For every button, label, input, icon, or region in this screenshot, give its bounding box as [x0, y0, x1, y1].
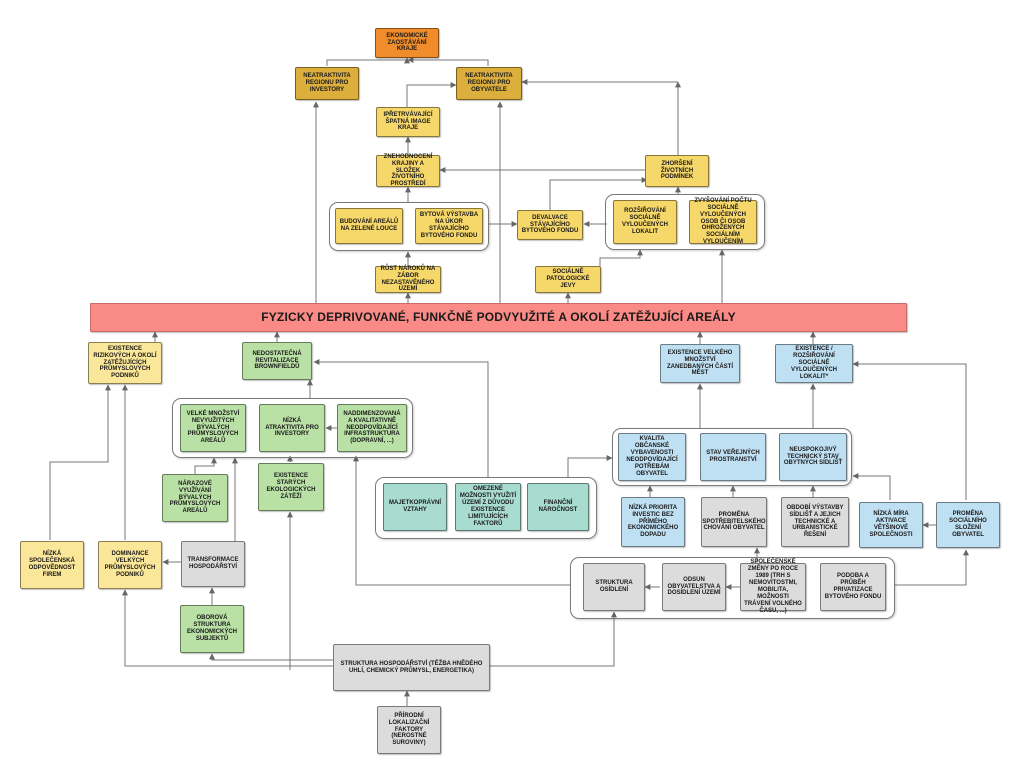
arrow-image-obyvatele — [406, 82, 457, 107]
node-neuspokojivy: NEUSPOKOJIVÝ TECHNICKÝ STAV OBYTNÝCH SÍD… — [779, 433, 847, 481]
arrow-promena-slozeni-vyloucenych — [852, 361, 967, 500]
node-devalvace: DEVALVACE STÁVAJÍCÍHO BYTOVÉHO FONDU — [517, 210, 583, 240]
node-neatr-obyvatele: NEATRAKTIVITA REGIONU PRO OBYVATELE — [456, 67, 522, 100]
node-majetkopravni: MAJETKOPRÁVNÍ VZTAHY — [383, 483, 447, 531]
node-rozsirovani-lokalit: ROZŠIŘOVÁNÍ SOCIÁLNĚ VYLOUČENÝCH LOKALIT — [613, 200, 677, 244]
node-existence-starych: EXISTENCE STARÝCH EKOLOGICKÝCH ZÁTĚŽÍ — [258, 463, 324, 511]
arrow-narazove-velke — [194, 457, 217, 474]
arrow-omezene-nedostatecna — [313, 359, 489, 478]
node-struktura-hosp: STRUKTURA HOSPODÁŘSTVÍ (TĚŽBA HNĚDÉHO UH… — [333, 644, 490, 691]
arrow-obyvatele-ekonomicke — [407, 57, 489, 66]
node-spolecenske: SPOLEČENSKÉ ZMĚNY PO ROCE 1989 (TRH S NE… — [740, 559, 806, 614]
node-promena-spotreb: PROMĚNA SPOTŘEBITELSKÉHO CHOVÁNÍ OBYVATE… — [701, 497, 767, 547]
node-prirodni: PŘÍRODNÍ LOKALIZAČNÍ FAKTORY (NEROSTNÉ S… — [377, 706, 441, 754]
group-brownfield-causes — [172, 398, 413, 458]
arrow-patologicke-group2 — [599, 249, 643, 266]
arrow-nizka-spol-rizikovych — [49, 384, 111, 540]
node-rust: RŮST NÁROKŮ NA ZÁBOR NEZASTAVĚNÉHO ÚZEMÍ — [375, 266, 441, 293]
node-patologicke: SOCIÁLNĚ PATOLOGICKÉ JEVY — [535, 266, 601, 293]
node-transformace: TRANSFORMACE HOSPODÁŘSTVÍ — [181, 541, 245, 587]
node-financni: FINANČNÍ NÁROČNOST — [527, 483, 589, 531]
arrow-struktura-dominance — [122, 589, 333, 667]
node-narazove: NÁRAZOVÉ VYUŽÍVÁNÍ BÝVALÝCH PRŮMYSLOVÝCH… — [162, 474, 228, 522]
arrow-devalvace-zhorseni — [549, 177, 648, 210]
arrow-investory-ekonomicke — [326, 57, 410, 66]
arrow-group6-group3 — [353, 455, 570, 586]
node-nedostatecna: NEDOSTATEČNÁ REVITALIZACE BROWNFIELDŮ — [242, 342, 312, 380]
node-znehodnoceni: ZNEHODNOCENÍ KRAJINY A SLOŽEK ŽIVOTNÍHO … — [376, 154, 440, 187]
node-nizka-atraktivita: NÍZKÁ ATRAKTIVITA PRO INVESTORY — [259, 404, 325, 452]
node-struktura-osidleni: STRUKTURA OSÍDLENÍ — [583, 563, 645, 611]
node-spatna-image: IPŘETRVÁVAJÍCÍ ŠPATNÁ IMAGE KRAJE — [376, 107, 440, 137]
node-zhorseni: ZHORŠENÍ ŽIVOTNÍCH PODMÍNEK — [645, 155, 709, 187]
node-nizka-mira: NÍZKÁ MÍRA AKTIVACE VĚTŠINOVÉ SPOLEČNOST… — [859, 502, 923, 548]
group-barriers — [375, 477, 597, 539]
group-settlement — [570, 557, 895, 619]
group-land-use — [329, 202, 489, 251]
node-odsun: ODSUN OBYVATELSTVA A DOSÍDLENÍ ÚZEMÍ — [662, 563, 726, 611]
node-zvysovani: ZVYŠOVÁNÍ POČTU SOCIÁLNĚ VYLOUČENÝCH OSO… — [689, 198, 757, 245]
node-velke-mnozstvi: VELKÉ MNOŽSTVÍ NEVYUŽITÝCH BÝVALÝCH PRŮM… — [180, 404, 246, 452]
node-nizka-priorita: NÍZKÁ PRIORITA INVESTIC BEZ PŘÍMÉHO EKON… — [621, 497, 685, 547]
group-social-exclusion — [605, 194, 765, 250]
node-ekonomicke: EKONOMICKÉ ZAOSTÁVÁNÍ KRAJE — [375, 28, 439, 58]
arrow-struktura-osidleni — [490, 611, 617, 667]
node-obdobi: OBDOBÍ VÝSTAVBY SÍDLIŠŤ A JEJICH TECHNIC… — [781, 497, 849, 547]
node-existence-zanedbanych: EXISTENCE VELKÉHO MNOŽSTVÍ ZANEDBANÝCH Č… — [660, 344, 740, 383]
node-existence-rizikovych: EXISTENCE RIZIKOVÝCH A OKOLÍ ZATĚŽUJÍCÍC… — [88, 342, 162, 384]
node-omezene: OMEZENÉ MOŽNOSTI VYUŽITÍ ÚZEMÍ Z DŮVODU … — [455, 483, 521, 531]
node-neatr-investory: NEATRAKTIVITA REGIONU PRO INVESTORY — [295, 67, 359, 100]
node-stav-verejnych: STAV VEŘEJNÝCH PROSTRANSTVÍ — [700, 433, 766, 481]
arrow-group4-group5 — [567, 455, 613, 478]
node-naddimenzovana: NADDIMENZOVANÁ A KVALITATIVNĚ NEODPOVÍDA… — [337, 404, 407, 452]
arrow-group6-promena — [895, 549, 969, 586]
node-budovani: BUDOVÁNÍ AREÁLŮ NA ZELENÉ LOUCE — [335, 208, 403, 244]
node-existence-rozsirovani: EXISTENCE / ROZŠIŘOVÁNÍ SOCIÁLNĚ VYLOUČE… — [775, 344, 853, 383]
arrow-nizka-mira-group5 — [852, 473, 891, 500]
main-problem-banner: FYZICKY DEPRIVOVANÉ, FUNKČNĚ PODVYUŽITÉ … — [90, 303, 907, 332]
node-kvalita: KVALITA OBČANSKÉ VYBAVENOSTI NEODPOVÍDAJ… — [618, 433, 686, 481]
arrow-struktura-oborova — [209, 653, 333, 661]
node-podoba: PODOBA A PRŮBĚH PRIVATIZACE BYTOVÉHO FON… — [820, 563, 886, 611]
node-oborova: OBOROVÁ STRUKTURA EKONOMICKÝCH SUBJEKTŮ — [180, 605, 244, 653]
node-promena-slozeni: PROMĚNA SOCIÁLNÍHO SLOŽENÍ OBYVATEL — [936, 502, 1000, 548]
node-nizka-spolecenska: NÍZKÁ SPOLEČENSKÁ ODPOVĚDNOST FIREM — [20, 541, 84, 589]
group-urban-quality — [612, 428, 852, 486]
node-dominance: DOMINANCE VELKÝCH PRŮMYSLOVÝCH PODNIKŮ — [98, 541, 162, 589]
node-bytova: BYTOVÁ VÝSTAVBA NA ÚKOR STÁVAJÍCÍHO BYTO… — [415, 208, 483, 244]
